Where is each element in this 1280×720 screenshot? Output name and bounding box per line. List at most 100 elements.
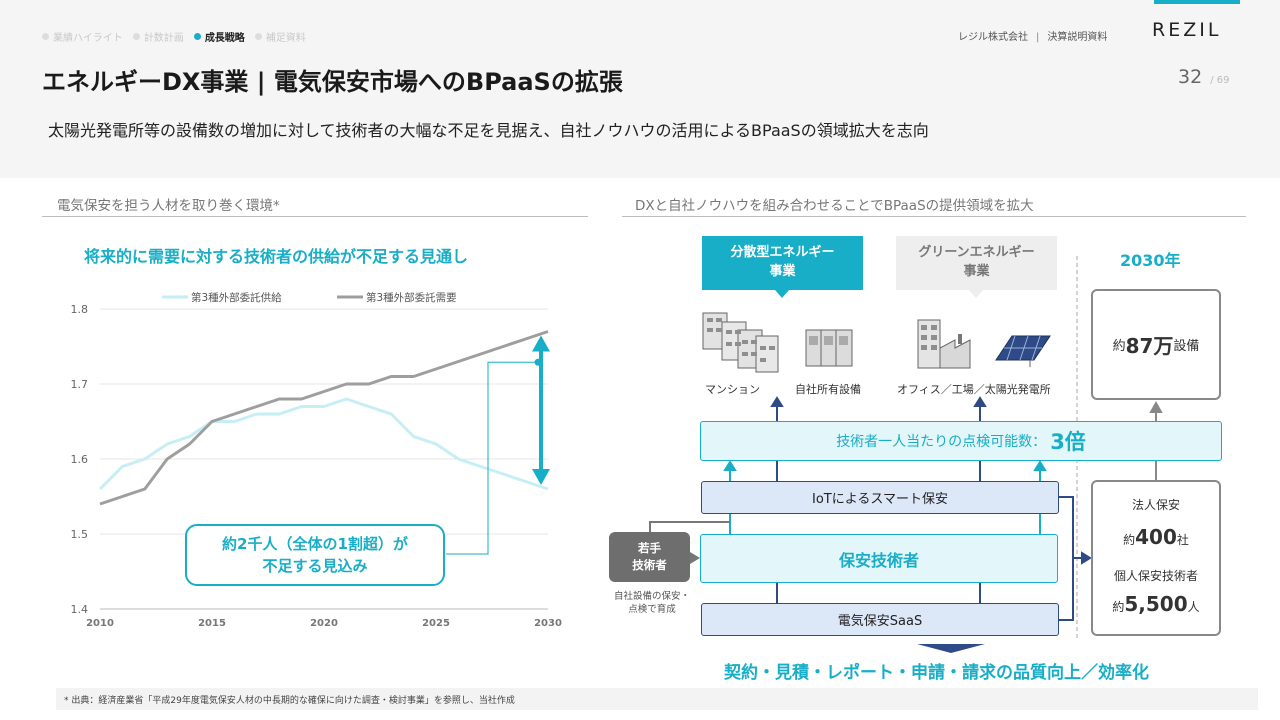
tag-pointer-icon: [969, 290, 983, 298]
left-section-title: 電気保安を担う人材を取り巻く環境*: [57, 198, 280, 214]
customer-stats-box: 法人保安 約400社 個人保安技術者 約5,500人: [1091, 480, 1221, 636]
nav-dot-icon: [42, 33, 49, 40]
legend-label: 第3種外部委託需要: [366, 291, 457, 304]
y-tick-label: 1.8: [71, 303, 89, 316]
indiv-value: 約5,500人: [1093, 592, 1219, 616]
suffix: 社: [1176, 533, 1189, 547]
rezil-logo: REZIL: [1152, 19, 1222, 41]
series-line-1: [98, 397, 549, 491]
nav-label: 成長戦略: [204, 33, 245, 44]
efficiency-claim: 契約・見積・レポート・申請・請求の品質向上／効率化: [724, 663, 1149, 683]
legend-label: 第3種外部委託供給: [191, 291, 282, 304]
y-tick-label: 1.6: [71, 453, 89, 466]
page-current: 32: [1178, 66, 1203, 88]
young-line: 技術者: [632, 558, 667, 572]
caption-mansion: マンション: [705, 383, 760, 396]
mansion-icon: [702, 312, 779, 373]
nav-item-appendix[interactable]: 補足資料: [254, 29, 306, 44]
line-chart: 1.4 1.5 1.6 1.7 1.8 2010 2015 2020 2025 2030 第3種外部…: [71, 291, 562, 629]
young-arrow-icon: [690, 552, 700, 564]
tag-pointer-icon: [775, 290, 789, 298]
nav-item-highlights[interactable]: 業績ハイライト: [42, 29, 123, 44]
prefix: 約: [1123, 533, 1136, 547]
right-section-title: DXと自社ノウハウを組み合わせることでBPaaSの提供領域を拡大: [635, 198, 1034, 214]
x-tick-label: 2015: [198, 618, 226, 629]
left-section-divider: [42, 216, 588, 217]
company-info: レジル株式会社|決算説明資料: [958, 32, 1108, 43]
x-tick-label: 2010: [86, 618, 114, 629]
nav-dot-icon: [132, 33, 140, 40]
corp-count: 400: [1135, 525, 1177, 549]
y-tick-label: 1.7: [71, 378, 89, 391]
iot-bar: IoTによるスマート保安: [701, 481, 1059, 514]
prefix: 約: [1112, 339, 1126, 354]
nav-label: 業績ハイライト: [53, 33, 123, 44]
page-number: 32 / 69: [1178, 66, 1229, 88]
arrow-to-87-box: [1149, 400, 1163, 421]
tag-line: 分散型エネルギー: [730, 245, 835, 260]
header-band: [0, 0, 1280, 178]
page-total: / 69: [1210, 75, 1230, 86]
young-note: 自社設備の保安・ 点検で育成: [612, 590, 692, 616]
nav-dot-icon: [193, 33, 201, 40]
nav-item-plan[interactable]: 計数計画: [132, 29, 184, 44]
gap-arrow-head-down: [532, 469, 550, 485]
callout-leader: [446, 361, 538, 555]
chart-headline: 将来的に需要に対する技術者の供給が不足する見通し: [84, 247, 469, 266]
x-tick-label: 2030: [534, 618, 562, 629]
y-tick-label: 1.5: [71, 528, 89, 541]
shortage-callout: 約2千人（全体の1割超）が 不足する見込み: [185, 524, 445, 586]
distributed-energy-tag: 分散型エネルギー 事業: [702, 236, 863, 290]
source-footnote: * 出典：経済産業省「平成29年度電気保安人材の中長期的な確保に向けた調査・検討…: [56, 688, 1258, 710]
capacity-text: 技術者一人当たりの点検可能数：: [836, 434, 1047, 450]
series-line-2: [99, 330, 549, 506]
bracket-to-stats: [1059, 496, 1092, 621]
page-subtitle: 太陽光発電所等の設備数の増加に対して技術者の大幅な不足を見据え、自社ノウハウの活…: [48, 121, 929, 140]
corp-value: 約400社: [1093, 525, 1219, 549]
callout-line-1: 約2千人（全体の1割超）が: [222, 535, 408, 553]
tag-line: 事業: [769, 264, 796, 279]
technician-bar: 保安技術者: [700, 534, 1058, 583]
suffix: 人: [1187, 600, 1200, 614]
nav-item-growth[interactable]: 成長戦略: [193, 29, 245, 44]
caption-office: オフィス／工場／太陽光発電所: [897, 383, 1051, 396]
tag-line: 事業: [963, 264, 990, 279]
capacity-multiplier: 3倍: [1050, 430, 1086, 454]
callout-line-2: 不足する見込み: [262, 557, 368, 575]
young-line: 若手: [638, 541, 661, 555]
green-energy-tag: グリーンエネルギー 事業: [896, 236, 1057, 290]
section-nav: 業績ハイライト 計数計画 成長戦略 補足資料: [42, 29, 306, 44]
nav-label: 計数計画: [143, 33, 184, 44]
solar-panel-icon: [995, 335, 1051, 367]
saas-bar: 電気保安SaaS: [701, 603, 1059, 636]
gap-arrow-head-up: [532, 335, 550, 352]
facilities-count: 87万: [1125, 334, 1174, 358]
year-2030-label: 2030年: [1120, 251, 1181, 270]
young-technician-box: 若手 技術者: [609, 532, 690, 582]
corp-label: 法人保安: [1131, 498, 1180, 512]
indiv-label: 個人保安技術者: [1113, 569, 1198, 583]
indiv-count: 5,500: [1124, 592, 1188, 616]
suffix: 設備: [1173, 339, 1200, 354]
right-section-divider: [622, 216, 1246, 217]
document-name: 決算説明資料: [1047, 32, 1108, 43]
nav-label: 補足資料: [265, 33, 306, 44]
note-line: 自社設備の保安・: [613, 591, 690, 602]
caption-own-equipment: 自社所有設備: [795, 383, 861, 396]
capacity-bar: 技術者一人当たりの点検可能数：3倍: [700, 421, 1222, 461]
accent-line: [1154, 0, 1240, 4]
tag-line: グリーンエネルギー: [918, 245, 1035, 260]
prefix: 約: [1112, 600, 1125, 614]
down-arrow-icon: [917, 644, 985, 653]
y-tick-label: 1.4: [71, 603, 89, 616]
office-factory-icon: [917, 319, 971, 369]
young-connector: [649, 521, 730, 532]
page-title: エネルギーDX事業 | 電気保安市場へのBPaaSの拡張: [42, 68, 623, 96]
note-line: 点検で育成: [628, 604, 676, 615]
company-name: レジル株式会社: [958, 32, 1028, 43]
x-tick-label: 2025: [422, 618, 450, 629]
x-tick-label: 2020: [310, 618, 338, 629]
nav-dot-icon: [254, 33, 262, 40]
